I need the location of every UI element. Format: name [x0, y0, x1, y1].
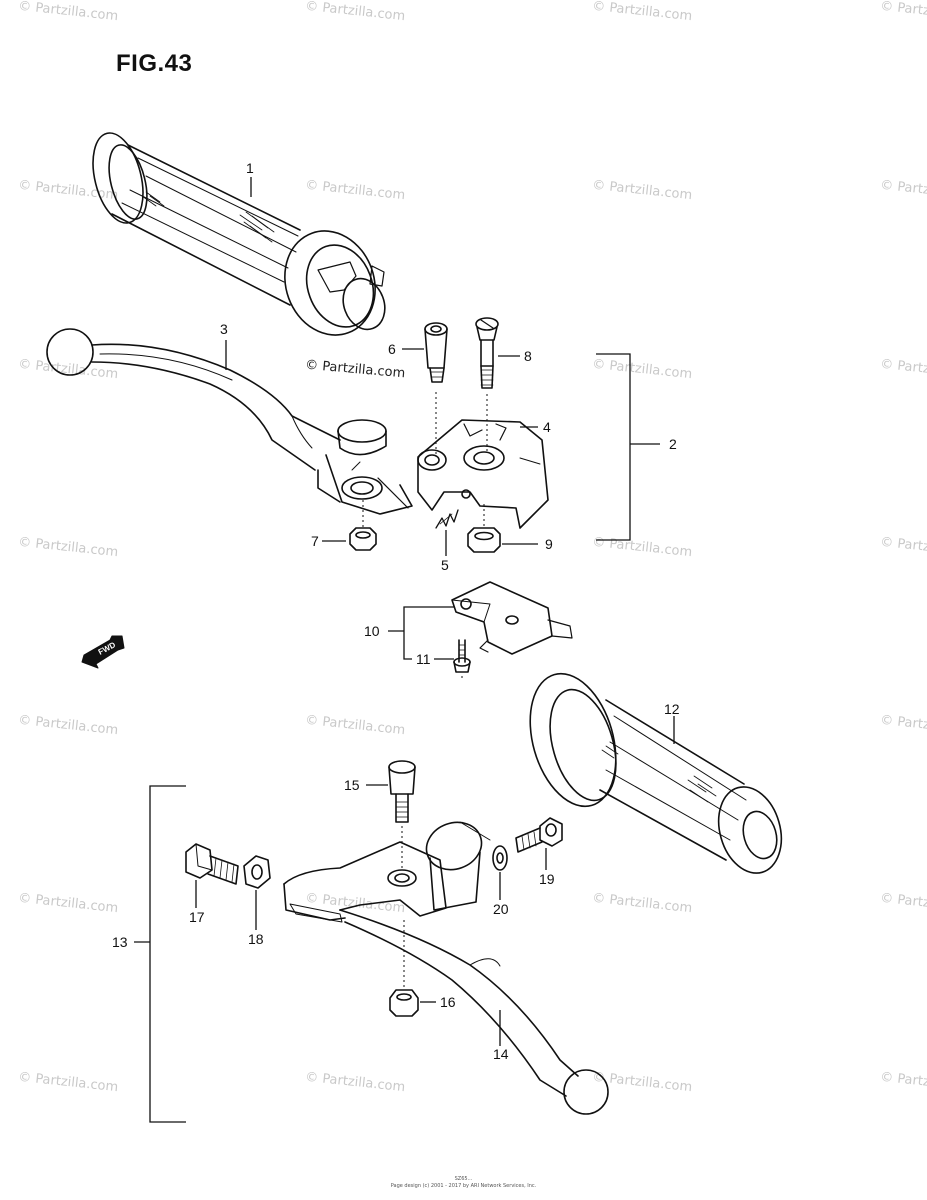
pivot-bolt-part-6	[424, 322, 448, 383]
callout-15: 15	[344, 777, 360, 793]
callout-4: 4	[543, 419, 551, 435]
callout-17: 17	[189, 909, 205, 925]
callout-11: 11	[416, 651, 431, 667]
spring-part-5	[435, 509, 459, 529]
callout-20: 20	[493, 901, 509, 917]
adjuster-bolt-part-17	[185, 843, 239, 885]
footer-code: SZ65...	[454, 1176, 473, 1182]
nut-part-16	[389, 989, 419, 1017]
callout-13: 13	[112, 934, 128, 950]
callout-9: 9	[545, 536, 553, 552]
callout-10: 10	[364, 623, 380, 639]
callout-6: 6	[388, 341, 396, 357]
grip-left-part-1	[92, 132, 386, 336]
lever-holder-part-4	[417, 419, 549, 529]
callout-19: 19	[539, 871, 555, 887]
bracket-10	[388, 606, 454, 660]
callout-3: 3	[220, 321, 228, 337]
fwd-arrow-icon	[81, 635, 125, 669]
locknut-part-18	[243, 855, 271, 889]
bracket-2	[596, 353, 660, 541]
callout-16: 16	[440, 994, 456, 1010]
screw-part-8	[475, 317, 499, 389]
brake-switch-part-10	[451, 581, 573, 655]
footer-copyright: Page design (c) 2001 - 2017 by ARI Netwo…	[390, 1183, 537, 1189]
callout-2: 2	[669, 436, 677, 452]
washer-part-20	[492, 845, 508, 871]
nut-part-7	[349, 527, 377, 551]
callout-1: 1	[246, 160, 254, 176]
brake-lever-part-3	[46, 328, 413, 515]
figure-title: FIG.43	[116, 50, 193, 77]
grip-right-part-12	[529, 672, 783, 874]
callout-7: 7	[311, 533, 319, 549]
bracket-13	[134, 785, 186, 1123]
callout-12: 12	[664, 701, 680, 717]
screw-part-11	[453, 639, 471, 673]
clutch-lever-part-14	[283, 821, 609, 1115]
bolt-part-15	[388, 760, 416, 823]
bolt-part-19	[515, 817, 563, 853]
callout-14: 14	[493, 1046, 509, 1062]
callout-8: 8	[524, 348, 532, 364]
callout-5: 5	[441, 557, 449, 573]
nut-part-9	[467, 527, 501, 553]
callout-18: 18	[248, 931, 264, 947]
